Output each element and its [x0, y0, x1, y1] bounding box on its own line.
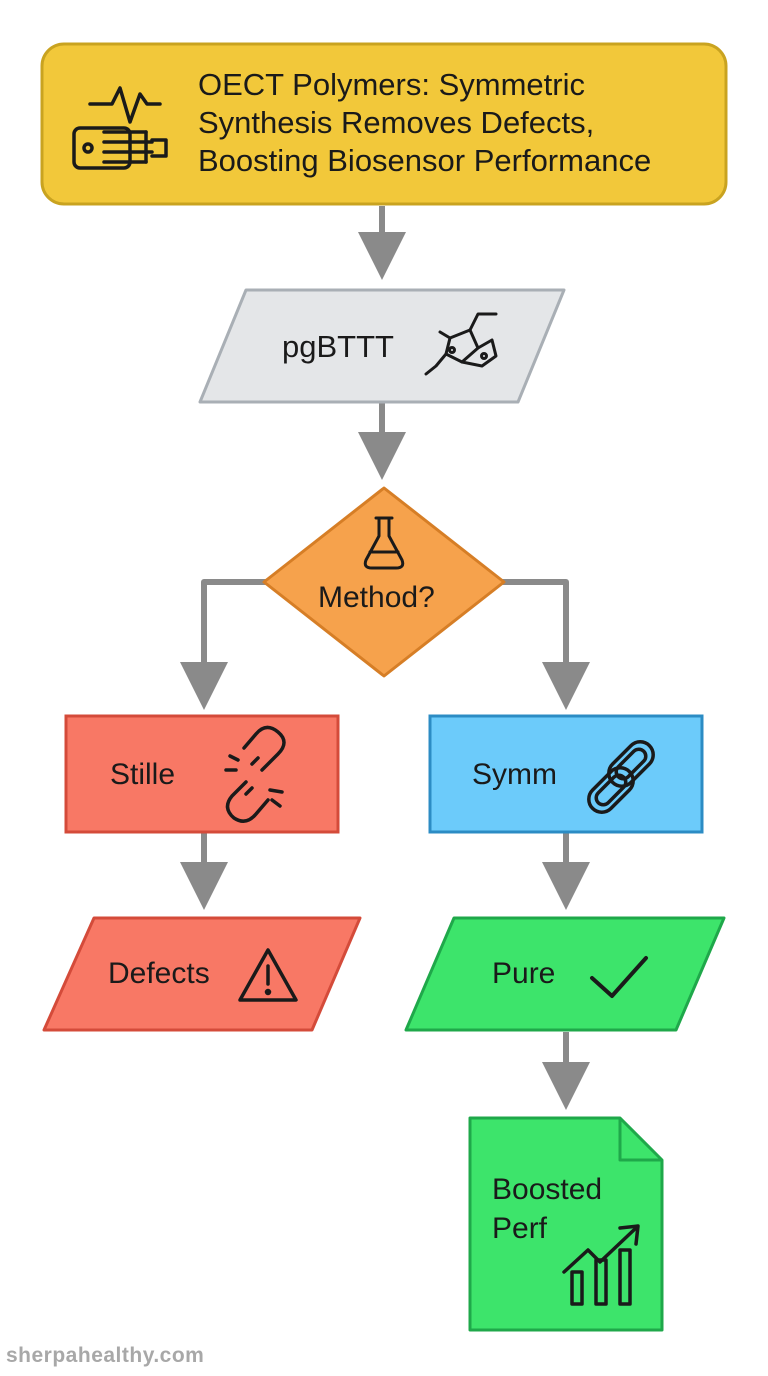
arrow-method-to-stille — [180, 579, 266, 710]
defects-node — [42, 916, 362, 1032]
boosted-label-line-2: Perf — [492, 1212, 548, 1245]
pgbttt-node — [198, 288, 566, 404]
title-box — [40, 42, 728, 206]
boosted-perf-node — [468, 1116, 664, 1332]
growth-chart-icon — [562, 1224, 640, 1306]
arrow-method-to-symm — [498, 579, 590, 710]
flask-icon — [363, 516, 405, 570]
broken-link-icon — [224, 725, 286, 823]
warning-icon — [238, 948, 298, 1002]
stille-label: Stille — [110, 758, 176, 791]
method-label: Method? — [318, 581, 435, 614]
title-line-1: OECT Polymers: Symmetric — [198, 67, 585, 102]
symm-label: Symm — [472, 758, 557, 791]
boosted-label-line-1: Boosted — [492, 1173, 603, 1206]
connectors — [180, 206, 590, 1110]
check-icon — [590, 956, 648, 998]
stille-node — [64, 714, 340, 834]
pgbttt-label: pgBTTT — [282, 329, 394, 364]
defects-label: Defects — [108, 957, 210, 990]
symm-node — [428, 714, 704, 834]
molecule-icon — [424, 312, 498, 376]
watermark: sherpahealthy.com — [6, 1344, 205, 1367]
title-line-3: Boosting Biosensor Performance — [198, 143, 652, 178]
method-decision-node — [262, 486, 506, 678]
chain-link-icon — [587, 740, 655, 814]
title-line-2: Synthesis Removes Defects, — [198, 105, 595, 140]
document-fold — [618, 1118, 662, 1162]
pure-node — [404, 916, 726, 1032]
diagram-title: OECT Polymers: Symmetric Synthesis Remov… — [198, 66, 718, 180]
oect-device-icon — [72, 86, 168, 170]
pure-label: Pure — [492, 957, 556, 990]
